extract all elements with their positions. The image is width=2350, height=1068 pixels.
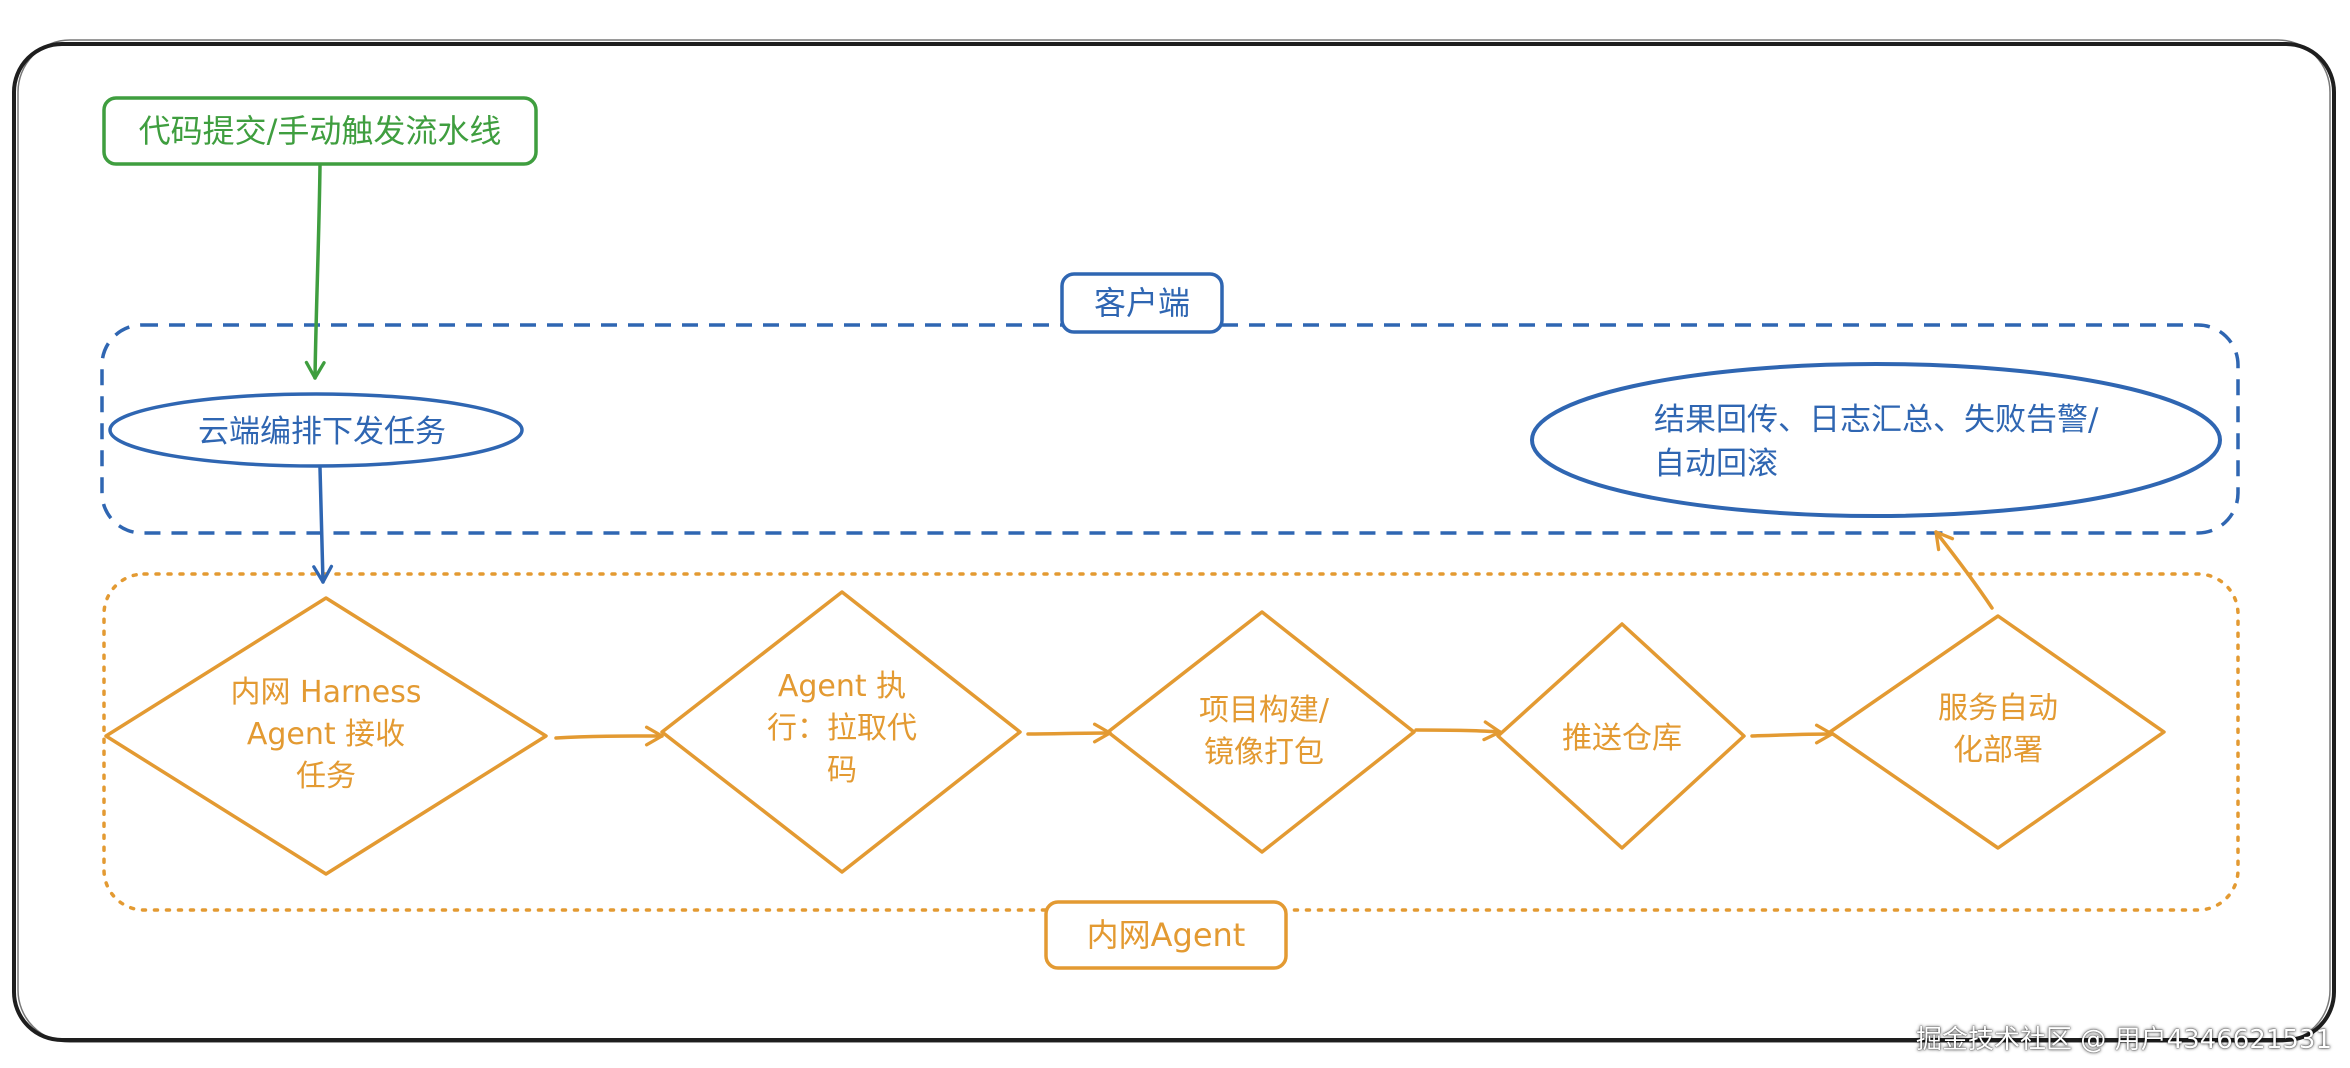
trigger-node: 代码提交/手动触发流水线 xyxy=(102,96,538,166)
step-receive-node: 内网 Harness Agent 接收 任务 xyxy=(104,596,548,876)
client-group-label: 客户端 xyxy=(1060,272,1224,334)
arrow-trigger-to-dispatch xyxy=(304,164,326,380)
step-deploy-node: 服务自动 化部署 xyxy=(1828,614,2166,850)
trigger-label: 代码提交/手动触发流水线 xyxy=(139,112,502,150)
result-label-line1: 结果回传、日志汇总、失败告警/ xyxy=(1654,402,2099,438)
dispatch-label: 云端编排下发任务 xyxy=(198,414,446,450)
client-group-label-text: 客户端 xyxy=(1094,284,1190,322)
step-deploy-line2: 化部署 xyxy=(1953,733,2043,768)
result-label-line2: 自动回滚 xyxy=(1654,446,1778,482)
agent-group-label: 内网Agent xyxy=(1044,900,1288,970)
step-pull-line1: Agent 执 xyxy=(778,669,906,704)
agent-group-border xyxy=(102,572,2240,912)
step-push-node: 推送仓库 xyxy=(1496,622,1746,850)
step-pull-line3: 码 xyxy=(827,753,857,788)
step-receive-line3: 任务 xyxy=(296,759,356,794)
result-node: 结果回传、日志汇总、失败告警/ 自动回滚 xyxy=(1530,362,2222,518)
step-build-node: 项目构建/ 镜像打包 xyxy=(1106,610,1416,854)
step-build-line2: 镜像打包 xyxy=(1204,735,1324,770)
arrow-deploy-to-result xyxy=(1934,530,1994,610)
arrow-build-to-push xyxy=(1414,720,1502,742)
agent-group-label-text: 内网Agent xyxy=(1087,916,1246,954)
step-deploy-line1: 服务自动 xyxy=(1938,691,2058,726)
step-receive-line2: Agent 接收 xyxy=(247,717,405,752)
outer-frame xyxy=(12,42,2336,1042)
watermark: 掘金技术社区 @ 用户4346621531 xyxy=(1916,1025,2332,1055)
arrow-pull-to-build xyxy=(1026,722,1112,744)
arrow-dispatch-to-receive xyxy=(312,466,334,584)
step-push-line1: 推送仓库 xyxy=(1562,721,1682,756)
arrow-push-to-deploy xyxy=(1750,723,1834,745)
dispatch-node: 云端编排下发任务 xyxy=(108,392,524,468)
step-build-line1: 项目构建/ xyxy=(1199,693,1330,728)
step-pull-node: Agent 执 行：拉取代 码 xyxy=(660,590,1022,874)
step-receive-line1: 内网 Harness xyxy=(230,675,421,710)
step-pull-line2: 行：拉取代 xyxy=(767,711,917,746)
arrow-receive-to-pull xyxy=(554,725,664,747)
